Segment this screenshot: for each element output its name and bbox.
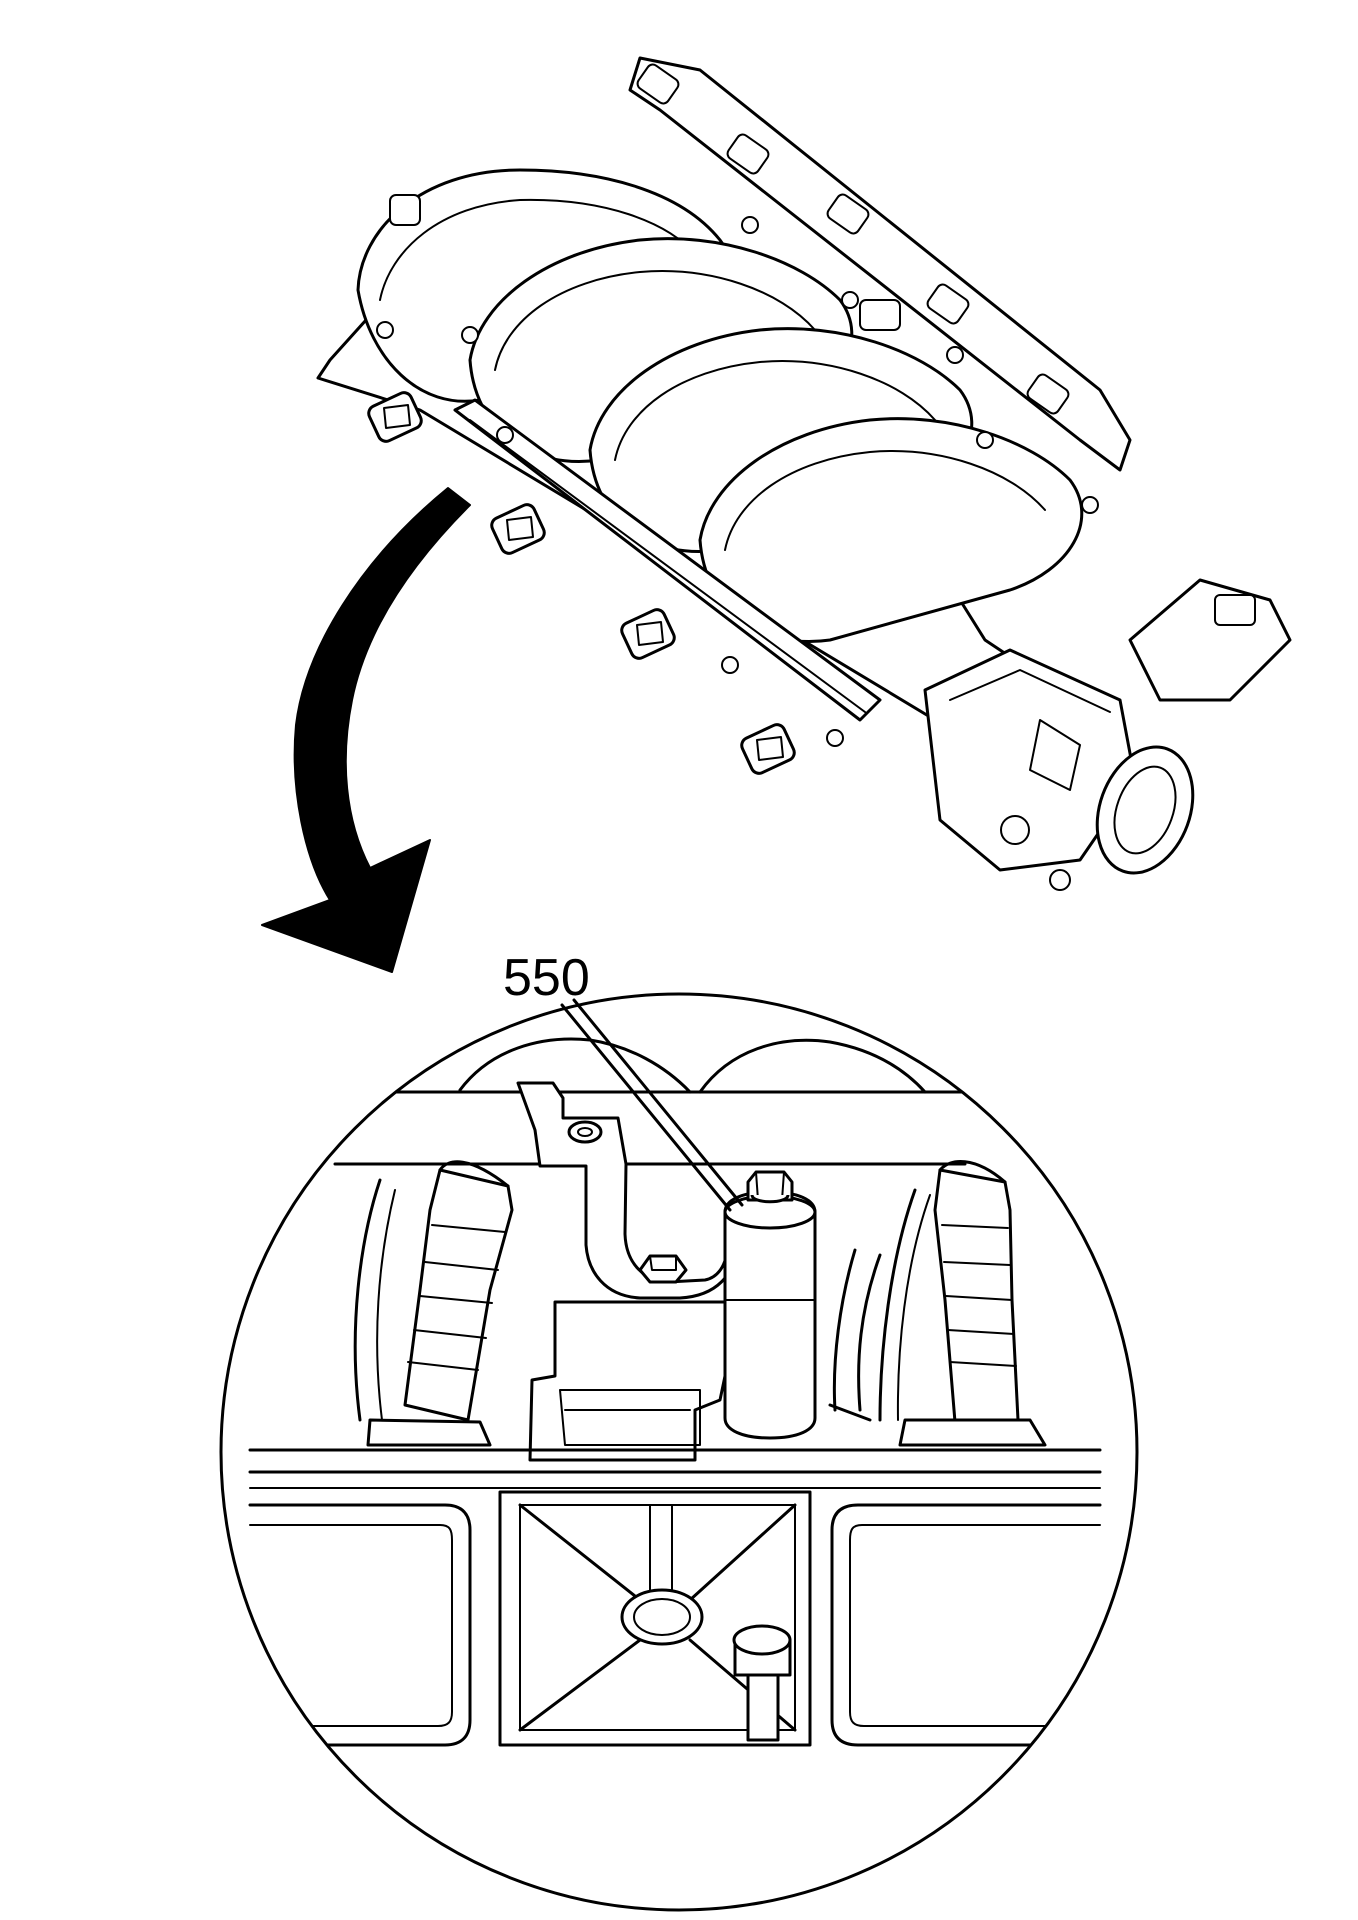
detail-view xyxy=(219,992,1139,1912)
detail-circle-border xyxy=(219,992,1139,1912)
callout-550-leader xyxy=(560,1003,732,1212)
runner-dome-right xyxy=(698,1038,927,1094)
callout-550: 550 xyxy=(503,949,744,1212)
port-left xyxy=(248,1503,472,1747)
fitting-plug xyxy=(732,1624,792,1742)
intake-manifold-assembly xyxy=(316,56,1292,891)
curved-arrow-icon xyxy=(261,487,471,973)
center-housing xyxy=(528,1300,727,1462)
port-right xyxy=(830,1503,1102,1747)
fuel-rail-front xyxy=(453,398,882,722)
fuel-injector-right xyxy=(878,1160,1047,1447)
component-550 xyxy=(723,1170,817,1440)
manifold-bolts xyxy=(376,216,1099,747)
callout-550-label: 550 xyxy=(503,949,590,1007)
injector-connectors-back xyxy=(389,63,1070,415)
throttle-body xyxy=(923,578,1292,891)
bracket-bolt-hole xyxy=(567,1120,603,1144)
intake-runners xyxy=(356,168,1084,643)
bracket-bolt xyxy=(638,1254,688,1284)
fuel-injector-left xyxy=(353,1160,514,1447)
injector-connectors-front xyxy=(367,391,796,775)
